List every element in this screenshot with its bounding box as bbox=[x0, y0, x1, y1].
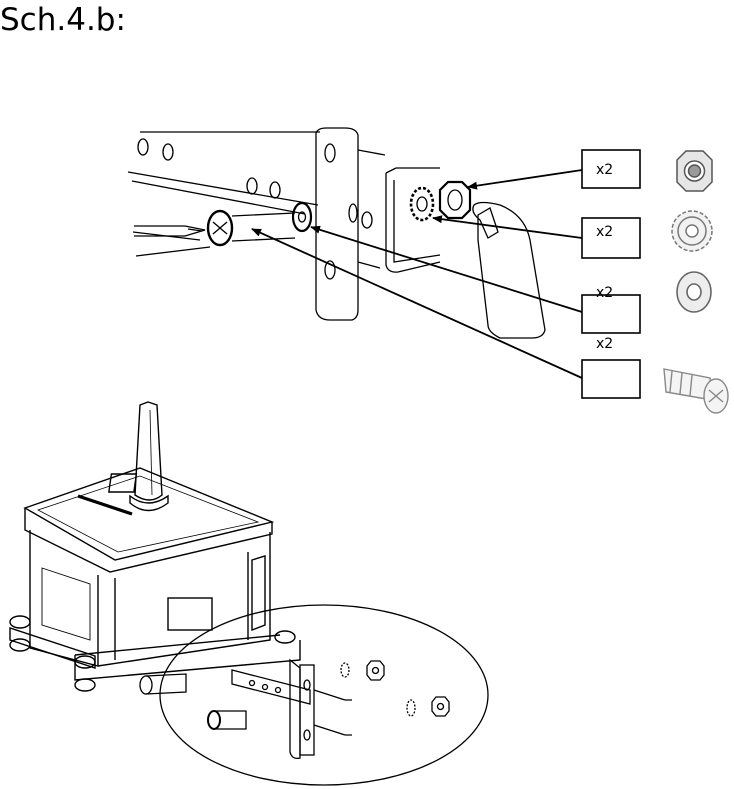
quantity-box-flat-washer bbox=[582, 295, 640, 333]
arrow-to-nut bbox=[468, 170, 582, 187]
upper-detail-view bbox=[128, 128, 545, 338]
quantity-box-nut bbox=[582, 150, 640, 188]
star-washer-in-view bbox=[411, 188, 433, 220]
arrow-to-star-washer bbox=[433, 218, 582, 238]
quantity-box-screw bbox=[582, 360, 640, 398]
wrench bbox=[473, 203, 545, 339]
arrow-to-flat-washer bbox=[311, 227, 582, 312]
detail-circle bbox=[160, 605, 488, 785]
star-washer-icon bbox=[672, 211, 712, 251]
quantity-boxes bbox=[582, 150, 640, 398]
antenna bbox=[130, 402, 168, 511]
quantity-box-star-washer bbox=[582, 218, 640, 258]
screw-icon bbox=[664, 369, 728, 413]
vertical-bracket-plate bbox=[316, 128, 385, 320]
nut-icon bbox=[677, 151, 712, 191]
nut-in-view bbox=[440, 182, 470, 218]
screw-in-view bbox=[208, 211, 295, 245]
device-assembly bbox=[10, 402, 300, 691]
flat-washer-icon bbox=[677, 272, 711, 312]
u-channel-bracket bbox=[386, 168, 440, 272]
screwdriver bbox=[134, 226, 205, 236]
flat-washer-in-view bbox=[293, 203, 311, 231]
